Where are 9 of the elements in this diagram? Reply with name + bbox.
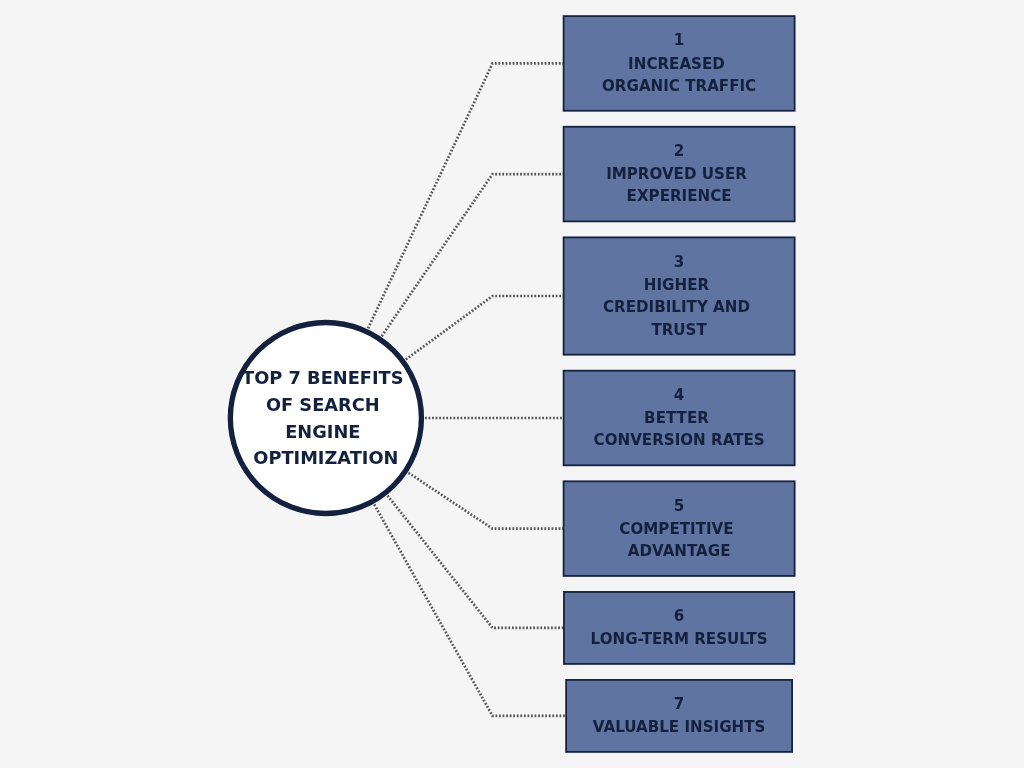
node-box: 1 INCREASED ORGANIC TRAFFIC: [562, 15, 796, 112]
node-circle: TOP 7 BENEFITS OF SEARCH ENGINE OPTIMIZATION: [227, 319, 424, 517]
node-box: 5 COMPETITIVE ADVANTAGE: [562, 480, 796, 577]
connector: [378, 172, 564, 340]
node-box: 4 BETTER CONVERSION RATES: [562, 369, 796, 467]
node-box: 2 IMPROVED USER EXPERIENCE: [562, 125, 796, 223]
node-box: 7 VALUABLE INSIGHTS: [564, 679, 793, 753]
node-box: 6 LONG-TERM RESULTS: [562, 591, 795, 665]
node-box: 3 HIGHER CREDIBILITY AND TRUST: [562, 236, 796, 356]
